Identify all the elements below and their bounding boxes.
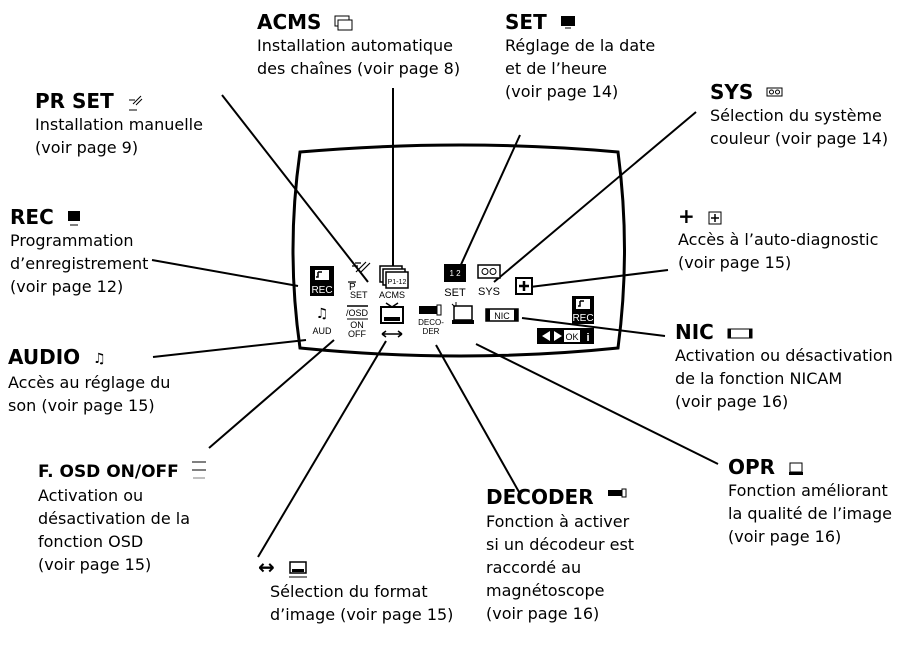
callout-diag-title: + [678, 204, 695, 228]
callout-nic: NIC Activation ou désactivation de la fo… [675, 320, 893, 413]
leader-set [453, 134, 521, 281]
menu-set-icon: 1 2 SET [444, 264, 466, 299]
callout-audio-title: AUDIO [8, 345, 81, 369]
callout-audio-desc: Accès au réglage du son (voir page 15) [8, 372, 171, 415]
menu-format-icon [380, 302, 404, 338]
callout-format-desc: Sélection du format d’image (voir page 1… [270, 581, 454, 624]
svg-text:♫: ♫ [316, 306, 329, 322]
callout-set-desc: Réglage de la date et de l’heure (voir p… [505, 36, 656, 101]
plus-box-icon [708, 211, 722, 224]
callout-acms-title: ACMS [257, 10, 322, 34]
callout-set-title: SET [505, 10, 547, 34]
callout-diag: + Accès à l’auto-diagnostic (voir page 1… [678, 204, 878, 274]
music-icon: ♫ [93, 350, 106, 367]
menu-decoder-icon: DECO- DER [418, 304, 444, 336]
callout-acms-desc: Installation automatique des chaînes (vo… [257, 36, 461, 78]
leader-audio [152, 339, 307, 358]
callout-diag-desc: Accès à l’auto-diagnostic (voir page 15) [678, 230, 879, 272]
leader-prset [221, 94, 369, 283]
menu-acms-label: ACMS [379, 290, 405, 300]
menu-prset-label: SET [350, 290, 368, 300]
menu-nav-bar: OK i [537, 328, 594, 344]
menu-acms-icon: P1-12 ACMS [379, 265, 409, 300]
tv-format-icon [288, 560, 307, 577]
callout-format-title: ↔ [258, 555, 275, 579]
menu-nic-icon: NIC [485, 308, 519, 322]
menu-rec2-label: REC [572, 313, 593, 324]
callout-sys-title: SYS [710, 80, 754, 104]
nav-left-icon [542, 331, 550, 341]
nav-ok-label: OK [565, 332, 578, 342]
leader-diag [529, 269, 669, 288]
nav-info-label: i [586, 332, 589, 344]
menu-rec-label: REC [311, 285, 332, 296]
callout-decoder-title: DECODER [486, 485, 594, 509]
callout-decoder: DECODER Fonction à activer si un décodeu… [486, 485, 634, 625]
leader-decoder [435, 344, 520, 493]
callout-rec-title: REC [10, 205, 54, 229]
callout-set: SET Réglage de la date et de l’heure (vo… [505, 10, 655, 103]
leader-sys [493, 111, 697, 283]
decoder-icon [607, 488, 627, 497]
menu-sys-icon: SYS [477, 264, 501, 298]
menu-audio-icon: ♫ AUD [312, 306, 332, 336]
menu-sys-label: SYS [478, 286, 500, 298]
callout-nic-desc: Activation ou désactivation de la foncti… [675, 346, 893, 411]
menu-osd-on: ON [350, 320, 364, 330]
menu-set-label: SET [444, 287, 466, 299]
leader-osd [208, 339, 335, 449]
callout-osd-desc: Activation ou désactivation de la foncti… [38, 486, 190, 574]
callout-prset: PR SET Installation manuelle (voir page … [35, 89, 203, 159]
menu-set-digits: 1 2 [449, 269, 461, 278]
callout-nic-title: NIC [675, 320, 714, 344]
menu-decoder-l1: DECO- [418, 318, 444, 327]
nav-right-icon [554, 331, 562, 341]
menu-rec-icon: REC [310, 266, 334, 296]
callout-opr-desc: Fonction améliorant la qualité de l’imag… [728, 481, 892, 546]
callout-audio: AUDIO ♫ Accès au réglage du son (voir pa… [8, 345, 170, 417]
menu-opr-icon [451, 302, 474, 324]
menu-decoder-l2: DER [423, 327, 440, 336]
leader-nic [521, 317, 666, 337]
callout-osd: F. OSD ON/OFF Activation ou désactivatio… [38, 460, 207, 576]
callout-prset-title: PR SET [35, 89, 114, 113]
callout-osd-title: F. OSD ON/OFF [38, 462, 179, 482]
menu-prset-icon [348, 261, 371, 283]
record-icon [67, 210, 80, 225]
callout-sys: SYS Sélection du système couleur (voir p… [710, 80, 888, 150]
menu-osd-icon: /OSD ON OFF [346, 305, 369, 339]
leader-rec [151, 259, 299, 287]
callout-acms: ACMS Installation automatique des chaîne… [257, 10, 460, 80]
opr-icon [789, 462, 804, 475]
tv-screen-outline [291, 143, 626, 358]
tape-icon [766, 87, 783, 96]
menu-prset-p: P [349, 282, 356, 293]
callout-rec-desc: Programmation d’enregistrement (voir pag… [10, 231, 149, 296]
callout-sys-desc: Sélection du système couleur (voir page … [710, 106, 889, 148]
acms-icon [334, 15, 353, 30]
menu-osd-label: /OSD [346, 308, 369, 318]
callout-decoder-desc: Fonction à activer si un décodeur est ra… [486, 511, 635, 623]
antenna-icon [128, 95, 143, 110]
menu-audio-label: AUD [312, 326, 332, 336]
callout-rec: REC Programmation d’enregistrement (voir… [10, 205, 148, 298]
menu-osd-off: OFF [348, 329, 366, 339]
leader-lines [151, 88, 719, 558]
callout-prset-desc: Installation manuelle (voir page 9) [35, 115, 203, 157]
callout-format: ↔ Sélection du format d’image (voir page… [258, 555, 454, 626]
nicam-icon [727, 328, 753, 338]
osd-icon [191, 461, 206, 479]
menu-diag-icon [515, 277, 533, 295]
leader-format [257, 340, 387, 558]
clock-icon [560, 15, 575, 28]
callout-opr: OPR Fonction améliorant la qualité de l’… [728, 455, 892, 548]
menu-nic-label: NIC [494, 311, 510, 321]
menu-acms-p: P1-12 [388, 279, 407, 286]
callout-opr-title: OPR [728, 455, 776, 479]
menu-rec2-icon: REC [572, 296, 594, 324]
leader-opr [475, 343, 719, 465]
